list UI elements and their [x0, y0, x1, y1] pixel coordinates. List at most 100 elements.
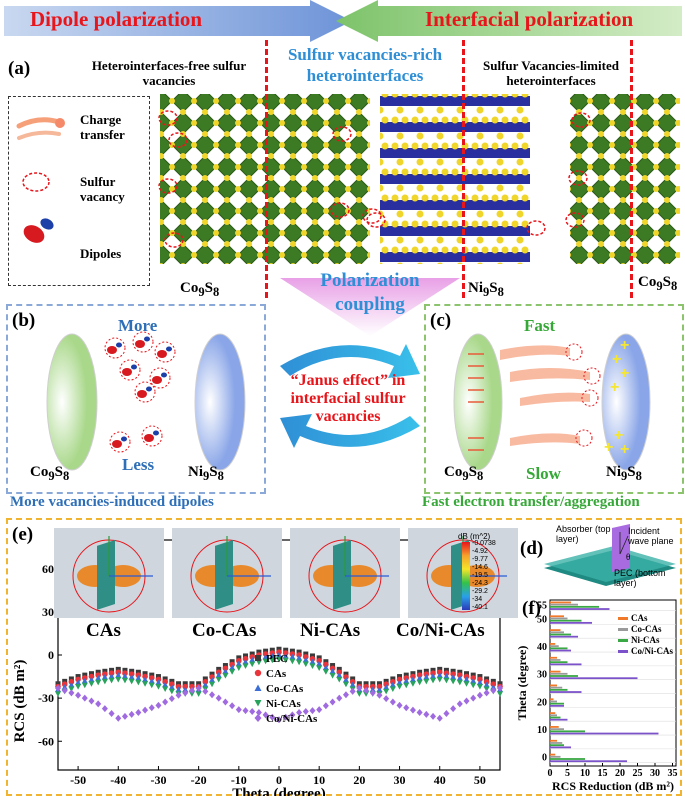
- radiation-pattern: [308, 536, 389, 613]
- bar: [550, 643, 556, 645]
- data-point: [396, 684, 403, 690]
- data-point: [68, 676, 74, 682]
- x-tick-label: 20: [353, 773, 365, 787]
- data-point: [389, 681, 396, 688]
- y-tick-label: 30: [42, 605, 54, 619]
- colorbar-tick: -40.1: [472, 604, 488, 611]
- legend-label-f: Co/Ni-CAs: [631, 646, 673, 656]
- y-tick-label-f: 20: [537, 697, 547, 708]
- data-point: [309, 663, 316, 670]
- theta-label: θ: [626, 552, 631, 562]
- bar: [550, 631, 564, 634]
- data-point: [276, 656, 282, 663]
- panel-c-ni9s8: Ni9S8: [606, 464, 642, 483]
- data-point: [483, 689, 490, 697]
- legend-label: PEC: [266, 653, 288, 665]
- data-point: [309, 653, 315, 659]
- data-point: [229, 702, 236, 710]
- data-point: [409, 676, 416, 682]
- data-point: [490, 684, 497, 690]
- data-point: [209, 681, 216, 688]
- data-point: [369, 689, 376, 697]
- data-point: [349, 687, 356, 695]
- material-ni9s8-mid: Ni9S8: [468, 280, 504, 299]
- legend-label-f: Co-CAs: [631, 624, 662, 634]
- data-point: [75, 679, 82, 685]
- data-point: [61, 686, 68, 694]
- data-point: [363, 681, 369, 687]
- sample-label-ni-cas: Ni-CAs: [300, 620, 361, 641]
- data-point: [490, 678, 496, 684]
- legend-swatch-f: [618, 628, 628, 631]
- x-tick-label-f: 0: [548, 768, 553, 779]
- incident-label: Incident wave plane: [628, 526, 674, 546]
- bar: [550, 617, 568, 620]
- data-point: [296, 654, 303, 661]
- data-point: [168, 688, 175, 695]
- data-point: [155, 679, 162, 685]
- data-point: [155, 674, 161, 680]
- data-point: [336, 676, 343, 683]
- data-point: [162, 686, 169, 693]
- data-point: [464, 671, 470, 677]
- x-tick-label: -10: [231, 773, 247, 787]
- bar: [550, 726, 559, 728]
- panel-b-graphic: [46, 331, 246, 471]
- data-point: [176, 681, 182, 687]
- data-point: [121, 712, 128, 720]
- arrow-bottom: [280, 414, 420, 448]
- data-point: [423, 710, 430, 718]
- data-point: [430, 673, 437, 679]
- data-point: [416, 709, 423, 716]
- data-point: [463, 676, 470, 682]
- data-point: [370, 681, 376, 687]
- data-point: [450, 678, 457, 685]
- co9s8-disc: [46, 333, 98, 471]
- data-point: [148, 682, 155, 689]
- banner-dipole-polarization: Dipole polarization: [30, 7, 203, 31]
- bar: [550, 661, 568, 664]
- legend-marker: [254, 714, 262, 722]
- data-point: [396, 701, 403, 709]
- data-point: [436, 714, 443, 722]
- data-point: [476, 684, 483, 690]
- bar: [550, 760, 627, 763]
- data-point: [276, 716, 282, 724]
- data-point: [329, 673, 336, 679]
- data-point: [356, 684, 363, 692]
- data-point: [142, 706, 149, 714]
- data-point: [436, 672, 443, 678]
- x-tick-label: -30: [150, 773, 166, 787]
- legend-sulfur-vacancy: Sulfur vacancy: [80, 174, 125, 204]
- data-point: [209, 671, 215, 677]
- data-point: [202, 676, 208, 682]
- panel-d-diagram: [544, 524, 676, 586]
- data-point: [409, 681, 416, 687]
- data-point: [215, 676, 222, 683]
- data-point: [282, 652, 289, 659]
- data-point: [269, 713, 276, 721]
- data-point: [470, 682, 477, 689]
- legend-dipoles: Dipoles: [80, 246, 122, 261]
- legend-swatch-f: [618, 617, 628, 620]
- data-point: [108, 709, 115, 717]
- data-point: [115, 672, 122, 678]
- data-point: [62, 678, 68, 684]
- data-point: [309, 707, 316, 715]
- absorber-label: Absorber (top layer): [556, 524, 611, 544]
- panel-b-co9s8: Co9S8: [30, 464, 70, 483]
- colorbar-ticks: -0.0738-4.92-9.77-14.6-19.5-24.3-29.2-34…: [472, 540, 506, 614]
- data-point: [302, 656, 309, 663]
- x-tick-label: 10: [313, 773, 325, 787]
- data-point: [410, 671, 416, 677]
- legend-marker: [254, 669, 262, 677]
- data-point: [303, 651, 309, 657]
- colorbar-tick: -24.3: [472, 580, 488, 587]
- data-point: [450, 674, 457, 680]
- data-point: [195, 691, 202, 697]
- svg-text:+: +: [610, 379, 619, 396]
- polarization-label: Polarization: [320, 270, 420, 291]
- bar: [550, 716, 561, 719]
- panel-c-caption: Fast electron transfer/aggregation: [422, 494, 640, 510]
- data-point: [289, 653, 296, 660]
